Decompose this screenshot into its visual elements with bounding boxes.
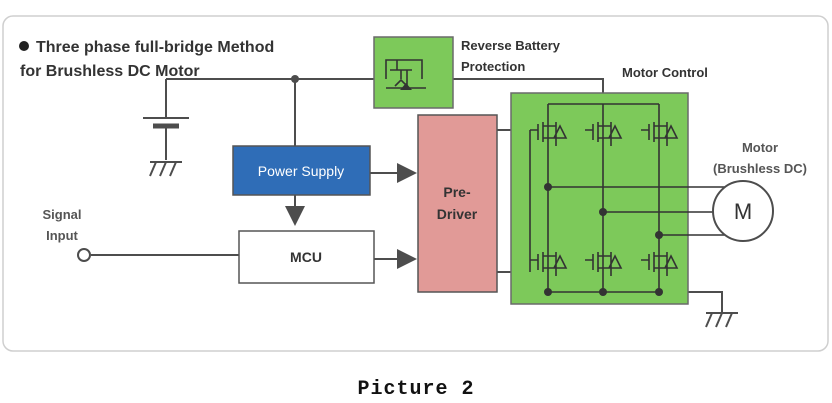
motor-icon [712, 180, 774, 242]
motor-symbol: M [734, 199, 752, 224]
ground-icon [149, 161, 182, 177]
signal-input-line1: Signal [42, 207, 81, 222]
junction-dot [291, 75, 299, 83]
reverse-battery-line1: Reverse Battery [461, 38, 561, 53]
pre-driver-line1: Pre- [443, 184, 471, 200]
pre-driver-line2: Driver [437, 206, 478, 222]
bldc-diagram: Three phase full-bridge Method for Brush… [2, 15, 829, 352]
mcu-block [238, 230, 375, 284]
bridge-junctions [544, 183, 663, 296]
power-supply-block [232, 145, 371, 196]
motor-label-line2: (Brushless DC) [713, 161, 807, 176]
ground-icon [705, 312, 738, 328]
figure-caption: Picture 2 [357, 378, 475, 401]
reverse-battery-block [373, 36, 454, 109]
motor-label-line1: Motor [742, 140, 778, 155]
title-line1: Three phase full-bridge Method [36, 39, 274, 56]
power-supply-label: Power Supply [258, 163, 344, 179]
signal-input-terminal [77, 248, 91, 262]
bullet-icon [19, 41, 29, 51]
mosfet-bridge [529, 103, 742, 293]
motor-control-label: Motor Control [622, 65, 708, 80]
reverse-battery-line2: Protection [461, 59, 525, 74]
signal-input-line2: Input [46, 228, 78, 243]
mcu-label: MCU [290, 249, 322, 265]
pre-driver-block [417, 114, 498, 293]
title-line2: for Brushless DC Motor [20, 63, 200, 80]
battery-icon [143, 117, 189, 129]
